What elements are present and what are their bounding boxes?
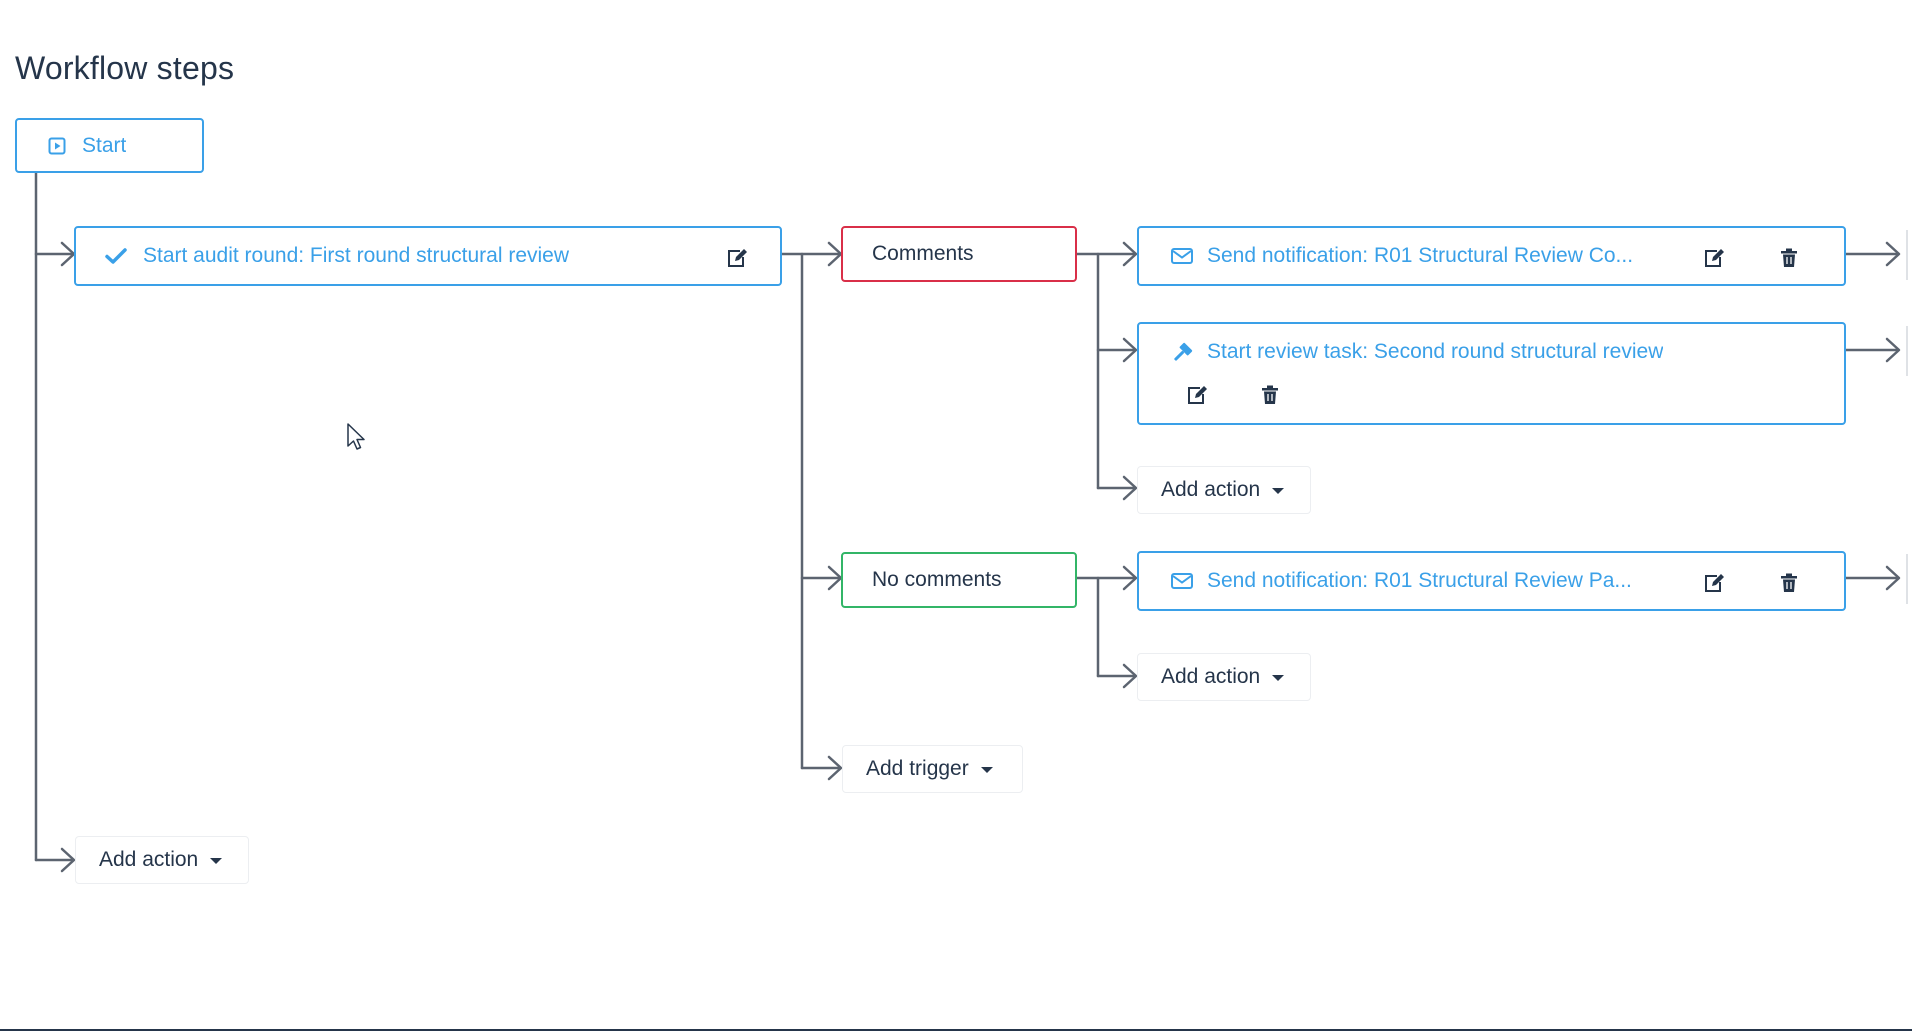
start-node-label: Start: [82, 133, 127, 157]
bottom-divider: [0, 1029, 1912, 1031]
audit-round-edit-button[interactable]: [723, 246, 751, 274]
edit-icon: [1703, 248, 1725, 273]
edit-icon: [726, 248, 748, 273]
action-label: Send notification: R01 Structural Review…: [1207, 244, 1634, 267]
trash-icon: [1780, 573, 1798, 598]
trigger-no-comments-label: No comments: [872, 568, 1002, 591]
add-trigger-label: Add trigger: [866, 757, 969, 780]
checkmark-icon: [103, 243, 129, 269]
add-action-label: Add action: [1161, 665, 1261, 688]
delete-button[interactable]: [1775, 571, 1803, 599]
caret-down-icon: [1272, 488, 1285, 494]
gavel-icon: [1169, 340, 1195, 366]
add-trigger-button[interactable]: Add trigger: [842, 745, 1023, 793]
trigger-comments-label: Comments: [872, 242, 974, 265]
delete-button[interactable]: [1256, 383, 1284, 411]
edit-button[interactable]: [1183, 383, 1211, 411]
action-send-notification-comments[interactable]: Send notification: R01 Structural Review…: [1137, 226, 1846, 286]
caret-down-icon: [1272, 675, 1285, 681]
trash-icon: [1780, 248, 1798, 273]
mouse-cursor-icon: [346, 422, 368, 457]
add-action-label: Add action: [1161, 478, 1261, 501]
edit-button[interactable]: [1700, 246, 1728, 274]
add-action-button-no-comments[interactable]: Add action: [1137, 653, 1311, 701]
audit-round-label: Start audit round: First round structura…: [143, 244, 570, 267]
action-start-review-task[interactable]: Start review task: Second round structur…: [1137, 322, 1846, 425]
action-send-notification-no-comments[interactable]: Send notification: R01 Structural Review…: [1137, 551, 1846, 611]
add-action-label: Add action: [99, 848, 199, 871]
delete-button[interactable]: [1775, 246, 1803, 274]
action-label: Start review task: Second round structur…: [1207, 340, 1664, 363]
action-label: Send notification: R01 Structural Review…: [1207, 569, 1632, 592]
edit-button[interactable]: [1700, 571, 1728, 599]
add-action-button-comments[interactable]: Add action: [1137, 466, 1311, 514]
audit-round-node[interactable]: Start audit round: First round structura…: [74, 226, 782, 286]
envelope-icon: [1169, 568, 1195, 594]
trigger-comments[interactable]: Comments: [841, 226, 1077, 282]
play-square-icon: [44, 133, 70, 159]
trigger-no-comments[interactable]: No comments: [841, 552, 1077, 608]
envelope-icon: [1169, 243, 1195, 269]
trash-icon: [1261, 385, 1279, 410]
add-action-button-root[interactable]: Add action: [75, 836, 249, 884]
caret-down-icon: [980, 767, 993, 773]
edit-icon: [1186, 385, 1208, 410]
page-title: Workflow steps: [15, 50, 235, 86]
edit-icon: [1703, 573, 1725, 598]
caret-down-icon: [210, 858, 223, 864]
start-node[interactable]: Start: [15, 118, 204, 173]
